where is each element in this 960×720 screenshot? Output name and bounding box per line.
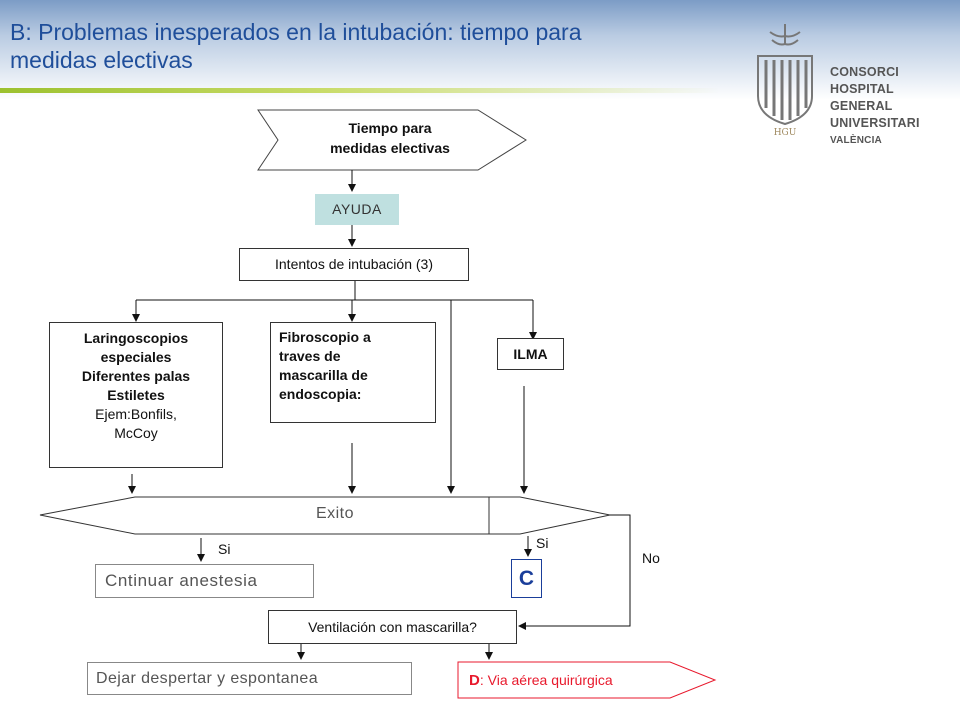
- si-left-label: Si: [218, 541, 231, 557]
- laringo-node: Laringoscopios especiales Diferentes pal…: [49, 322, 223, 468]
- intentos-node: Intentos de intubación (3): [239, 248, 469, 281]
- d-shape: [457, 661, 717, 699]
- d-text: : Via aérea quirúrgica: [479, 672, 613, 688]
- fibro-line-3: mascarilla de: [279, 367, 368, 383]
- continuar-node: Cntinuar anestesia: [95, 564, 314, 598]
- logo-line-3: UNIVERSITARI: [830, 116, 920, 130]
- d-node-label: D: Via aérea quirúrgica: [469, 671, 613, 690]
- laringo-line-3: Diferentes palas: [81, 368, 191, 384]
- arrow-no-ventilacion: [518, 514, 631, 630]
- ayuda-node: AYUDA: [315, 194, 399, 225]
- start-shape: [257, 109, 527, 171]
- title-line-2: medidas electivas: [10, 47, 193, 73]
- fibro-node: Fibroscopio a traves de mascarilla de en…: [270, 322, 436, 423]
- start-node: Tiempo para medidas electivas: [290, 118, 490, 158]
- logo-line-4: VALÈNCIA: [830, 135, 882, 146]
- header-band: [0, 0, 960, 100]
- fibro-line-4: endoscopia:: [279, 386, 362, 402]
- hospital-logo: HGU CONSORCI HOSPITAL GENERAL UNIVERSITA…: [748, 20, 953, 146]
- c-node: C: [511, 559, 542, 598]
- title-line-1: B: Problemas inesperados en la intubació…: [10, 19, 582, 45]
- logo-emblem-icon: HGU: [757, 24, 813, 138]
- logo-mark-text: HGU: [774, 128, 797, 138]
- start-line-1: Tiempo para: [348, 120, 432, 136]
- laringo-line-2: especiales: [100, 349, 172, 365]
- slide-title: B: Problemas inesperados en la intubació…: [10, 18, 730, 74]
- laringo-line-5: Ejem:Bonfils,: [95, 406, 177, 422]
- logo-text: CONSORCI HOSPITAL GENERAL UNIVERSITARI V…: [830, 64, 955, 149]
- ventilacion-node: Ventilación con mascarilla?: [268, 610, 517, 644]
- logo-line-1: CONSORCI: [830, 65, 899, 79]
- dejar-node: Dejar despertar y espontanea: [87, 662, 412, 695]
- no-label: No: [642, 550, 660, 566]
- laringo-line-6: McCoy: [114, 425, 158, 441]
- title-underline: [0, 88, 720, 93]
- fibro-line-2: traves de: [279, 348, 341, 364]
- exito-label: Exito: [315, 505, 355, 522]
- ilma-node: ILMA: [497, 338, 564, 370]
- si-right-label: Si: [536, 535, 549, 551]
- d-bold-letter: D: [469, 672, 480, 689]
- start-line-2: medidas electivas: [330, 140, 450, 156]
- logo-line-2: HOSPITAL GENERAL: [830, 82, 894, 113]
- laringo-line-1: Laringoscopios: [83, 330, 189, 346]
- fibro-line-1: Fibroscopio a: [279, 329, 371, 345]
- laringo-line-4: Estiletes: [107, 387, 165, 403]
